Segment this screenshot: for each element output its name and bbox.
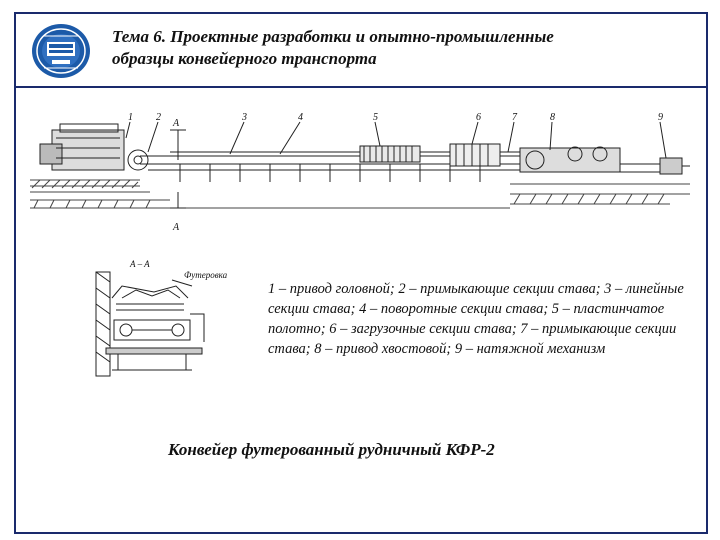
- title-line-2: образцы конвейерного транспорта: [112, 49, 377, 68]
- cross-section-drawing: A – A Футеровка: [95, 259, 228, 377]
- callout-8: 8: [550, 112, 555, 123]
- head-drive: [39, 123, 149, 171]
- callout-1: 1: [128, 112, 133, 123]
- slide-header: [14, 12, 708, 88]
- callout-5: 5: [373, 112, 378, 123]
- callout-7: 7: [512, 112, 518, 123]
- conveyor-frame: [140, 143, 520, 182]
- section-note: Футеровка: [184, 270, 228, 280]
- tail-drive: [519, 146, 690, 175]
- ground-right: [510, 183, 690, 205]
- section-title: A – A: [129, 259, 150, 269]
- callout-2: 2: [156, 112, 161, 123]
- callout-4: 4: [298, 112, 303, 123]
- callout-6: 6: [476, 112, 481, 123]
- legend-text: 1 – привод головной; 2 – примыкающие сек…: [268, 281, 684, 357]
- section-mark-a-bottom: A: [172, 222, 180, 233]
- callout-leaders: [125, 121, 667, 209]
- figure-caption: Конвейер футерованный рудничный КФР-2: [168, 440, 495, 459]
- title-line-1: Тема 6. Проектные разработки и опытно-пр…: [112, 27, 554, 46]
- slide-title: Тема 6. Проектные разработки и опытно-пр…: [112, 26, 672, 70]
- university-logo: [32, 24, 90, 78]
- callout-9: 9: [658, 112, 663, 123]
- callout-a-top: A: [172, 118, 180, 129]
- callout-3: 3: [241, 112, 247, 123]
- conveyor-side-view-drawing: 1 2 A 3 4 5 6 7 8 9 A: [30, 112, 690, 233]
- ground-left: [30, 179, 510, 209]
- callout-labels: 1 2 A 3 4 5 6 7 8 9 A: [128, 112, 663, 233]
